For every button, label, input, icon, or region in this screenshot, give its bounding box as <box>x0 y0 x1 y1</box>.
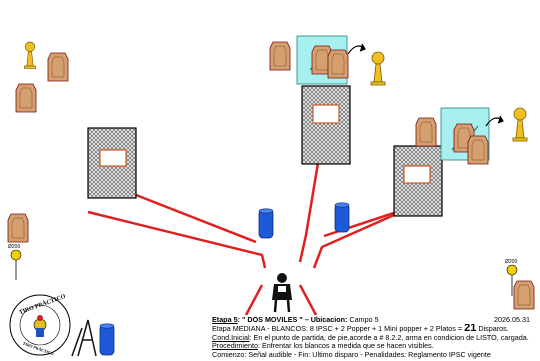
plate-left <box>10 249 22 280</box>
barrel-right <box>334 202 350 233</box>
start-condition-text: : En el punto de partida, de pie,acorde … <box>249 333 529 342</box>
location-value: Campo 5 <box>349 316 379 324</box>
ipsc-target-topleft-1 <box>47 52 69 82</box>
ipsc-target-right-2 <box>467 135 489 165</box>
fault-lines <box>87 162 419 316</box>
popper-center <box>370 51 386 86</box>
ipsc-target-right-bottom <box>513 280 535 310</box>
wall-right <box>393 145 443 217</box>
rules-row: Comienzo: Señal audible - Fin: Ultimo di… <box>212 350 491 359</box>
stage-description: Etapa 5: " DOS MOVILES " – Ubicacion: Ca… <box>212 316 538 359</box>
start-condition-row: Cond.Inicial: En el punto de partida, de… <box>212 334 538 342</box>
procedure-row: Procedimiento: Enfrentar los blancos a m… <box>212 342 538 350</box>
stage-number: Etapa 5 <box>212 316 238 324</box>
tiro-practico-logo <box>9 294 71 356</box>
start-condition-label: Cond.Inicial <box>212 333 250 342</box>
wall-center <box>301 85 351 165</box>
ipsc-target-topleft-2 <box>15 83 37 113</box>
plate-left-label: Ø200 <box>8 244 21 250</box>
ipsc-target-left-side <box>7 213 29 243</box>
ipsc-target-center-1 <box>269 41 291 71</box>
stage-date: 2026.05.31 <box>494 316 530 324</box>
procedure-label: Procedimiento <box>212 342 258 351</box>
wall-left <box>87 127 137 199</box>
plate-right <box>506 264 518 296</box>
stage-name: : " DOS MOVILES " <box>237 316 303 324</box>
activation-arrow-center <box>347 43 366 55</box>
rounds-label: Disparos. <box>478 324 509 334</box>
shooter-icon <box>272 273 292 313</box>
procedure-text: : Enfrentar los blancos a medida que se … <box>257 342 434 351</box>
ipsc-target-right-1 <box>415 117 437 147</box>
stage-targets-row: Etapa MEDIANA - BLANCOS: 8 IPSC + 2 Popp… <box>212 324 538 333</box>
popper-right <box>512 107 528 142</box>
mini-popper-topleft <box>24 41 36 69</box>
barrel-left <box>258 208 274 239</box>
a-frame-stand-icon <box>71 319 97 357</box>
location-label: – Ubicacion: <box>304 316 348 324</box>
targets-text: Etapa MEDIANA - BLANCOS: 8 IPSC + 2 Popp… <box>212 324 463 334</box>
activation-arrow-right <box>485 115 504 127</box>
total-rounds: 21 <box>464 324 477 334</box>
ipsc-target-center-2 <box>327 49 349 79</box>
stage-title-row: Etapa 5: " DOS MOVILES " – Ubicacion: Ca… <box>212 316 538 324</box>
plate-right-label: Ø200 <box>505 259 518 265</box>
barrel-bottom <box>99 323 115 356</box>
